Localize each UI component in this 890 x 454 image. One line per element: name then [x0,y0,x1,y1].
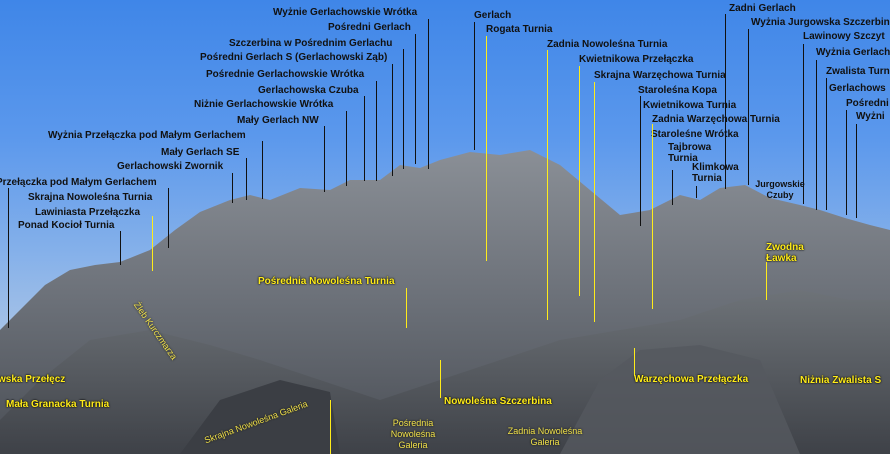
leader-line [246,158,247,200]
leader-line [428,19,429,169]
label-skrajna-nowoles: Skrajna Nowoleśna Turnia [28,192,153,203]
label-przel-malym: Przełączka pod Małym Gerlachem [0,177,157,188]
label-posr-nowoles-turnia: Pośrednia Nowoleśna Turnia [258,276,395,287]
leader-line [474,22,475,150]
label-nizne-wrotka: Niżnie Gerlachowskie Wrótka [194,99,334,110]
leader-line [816,60,817,210]
label-nizn-zwalista: Niżnia Zwalista S [800,375,882,386]
label-lawinowy: Lawinowy Szczyt [803,31,885,42]
label-kwietnikowa-przel: Kwietnikowa Przełączka [579,54,694,65]
leader-line [640,96,641,226]
label-staroles-kopa: Staroleśna Kopa [638,85,717,96]
leader-line [748,29,749,185]
leader-line [232,173,233,203]
leader-line [168,188,169,248]
leader-line [120,231,121,265]
label-posredni-r: Pośredni [846,98,889,109]
leader-line-yellow [766,262,767,300]
label-zadnia-galeria: Zadnia Nowoleśna Galeria [507,426,583,447]
leader-line [403,49,404,169]
leader-line [672,170,673,205]
label-ponad-kociol: Ponad Kocioł Turnia [18,220,115,231]
leader-line-yellow [406,288,407,328]
leader-line [846,110,847,215]
label-gerl-czuba: Gerlachowska Czuba [258,85,359,96]
leader-line-yellow [634,348,635,376]
leader-line-yellow [652,124,653,309]
leader-line [376,81,377,181]
leader-line-yellow [579,66,580,296]
leader-line [803,44,804,204]
label-szczerbina: Szczerbina w Pośrednim Gerlachu [229,38,393,49]
label-skrajna-warz: Skrajna Warzęchowa Turnia [594,70,726,81]
label-jurgowskie: Jurgowskie Czuby [755,179,805,200]
leader-line [696,186,697,198]
leader-line [8,188,9,328]
leader-line [364,96,365,181]
label-posredni-gerlach: Pośredni Gerlach [328,22,411,33]
leader-line [725,14,726,189]
label-rogata: Rogata Turnia [486,24,553,35]
label-gerlach: Gerlach [474,10,512,21]
leader-line-yellow [330,400,331,454]
leader-line [856,124,857,218]
leader-line-yellow [152,216,153,271]
leader-line-yellow [440,360,441,398]
label-maly-gerlach-se: Mały Gerlach SE [161,147,240,158]
label-warz-przel: Warzęchowa Przełączka [634,374,749,385]
label-nowoles-szczerbina: Nowoleśna Szczerbina [444,396,552,407]
label-gerlachows-r: Gerlachows [829,83,886,94]
label-posredni-gerlach-s: Pośredni Gerlach S (Gerlachowski Ząb) [200,52,388,63]
leader-line [415,34,416,164]
label-zadni-gerlach: Zadni Gerlach [729,3,796,14]
label-kwietnikowa-turnia: Kwietnikowa Turnia [643,100,737,111]
leader-line-yellow [594,82,595,322]
label-zadnia-warz: Zadnia Warzęchowa Turnia [652,114,780,125]
label-posr-galeria: Pośrednia Nowoleśna Galeria [390,418,436,450]
label-wyzn-gerlach-r: Wyżnia Gerlach [816,47,890,58]
label-wska-przel: wska Przełęcz [0,374,66,385]
label-lawiniasta: Lawiniasta Przełączka [35,207,141,218]
label-zwodna: Zwodna Ławka [766,242,804,264]
label-posrednie-wrotka: Pośrednie Gerlachowskie Wrótka [206,69,365,80]
label-wyzn-jurg: Wyżnia Jurgowska Szczerbina [751,17,890,28]
label-wyzni-r: Wyżni [856,111,885,122]
leader-line-yellow [486,36,487,261]
leader-line [262,141,263,199]
label-zadnia-nowoles: Zadnia Nowoleśna Turnia [547,39,668,50]
leader-line [324,126,325,192]
leader-line [346,111,347,186]
leader-line-yellow [547,50,548,320]
label-wyzn-przel-malym: Wyżnia Przełączka pod Małym Gerlachem [48,130,246,141]
label-gerl-zwornik: Gerlachowski Zwornik [117,161,224,172]
label-maly-gerlach-nw: Mały Gerlach NW [237,115,319,126]
label-tajbrowa: Tajbrowa Turnia [668,142,712,164]
leader-line [826,78,827,210]
label-mala-granacka: Mała Granacka Turnia [6,399,110,410]
label-wyznie-gerl-wrotka: Wyżnie Gerlachowskie Wrótka [273,7,418,18]
label-staroles-wrotka: Staroleśne Wrótka [651,129,739,140]
label-zwalista: Zwalista Turnia [826,66,890,77]
label-klimkowa: Klimkowa Turnia [692,162,739,184]
leader-line [392,64,393,176]
